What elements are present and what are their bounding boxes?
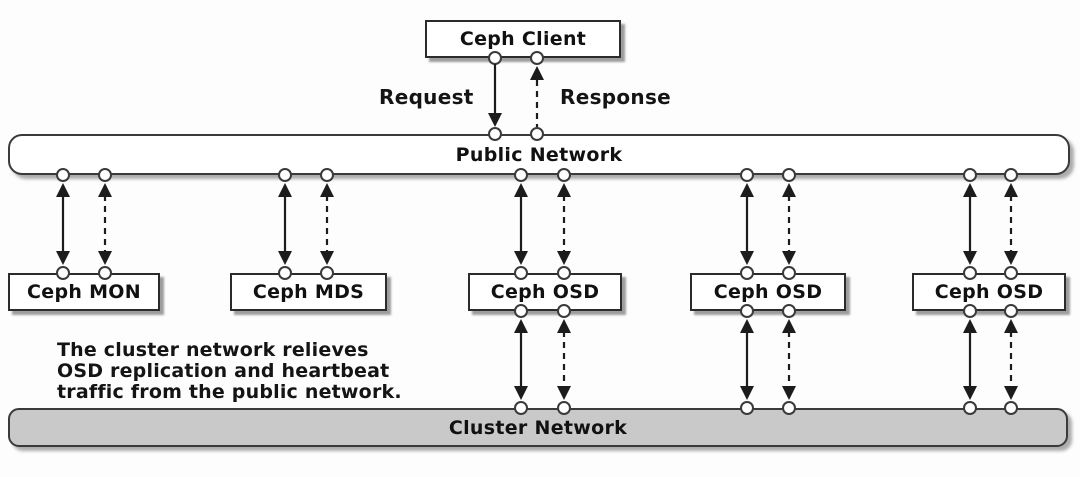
arrowhead (557, 319, 571, 333)
node-label: Ceph OSD (934, 281, 1044, 303)
arrowhead (514, 251, 528, 265)
node-ceph-mon: Ceph MON (8, 273, 160, 311)
ceph-client-box: Ceph Client (425, 20, 621, 58)
arrowhead (963, 251, 977, 265)
request-label: Request (379, 85, 474, 109)
arrowhead (740, 183, 754, 197)
arrowhead (56, 251, 70, 265)
arrowhead (740, 319, 754, 333)
arrowhead (1004, 319, 1018, 333)
caption-line-1: The cluster network relieves (57, 339, 369, 361)
caption: The cluster network relieves OSD replica… (57, 340, 402, 403)
node-ceph-osd-3: Ceph OSD (912, 273, 1066, 311)
arrowhead (1004, 386, 1018, 400)
node-label: Ceph MON (27, 281, 141, 303)
arrowhead (963, 386, 977, 400)
arrowhead (56, 183, 70, 197)
arrowhead (557, 386, 571, 400)
response-label: Response (560, 85, 672, 109)
node-label: Ceph OSD (490, 281, 600, 303)
cluster-network-bar: Cluster Network (8, 408, 1068, 447)
arrowhead (320, 183, 334, 197)
arrowhead (782, 319, 796, 333)
arrowhead (963, 319, 977, 333)
arrowhead (98, 183, 112, 197)
public-network-bar: Public Network (8, 134, 1070, 175)
arrowhead (740, 386, 754, 400)
cluster-network-label: Cluster Network (448, 416, 628, 439)
node-label: Ceph MDS (252, 281, 365, 303)
arrowhead (557, 251, 571, 265)
arrowhead (530, 66, 544, 80)
caption-line-2: OSD replication and heartbeat (57, 360, 390, 382)
node-ceph-osd-2: Ceph OSD (690, 273, 846, 311)
arrowhead (963, 183, 977, 197)
arrowhead (488, 113, 502, 127)
node-ceph-osd-1: Ceph OSD (468, 273, 622, 311)
ceph-client-label: Ceph Client (459, 28, 587, 50)
arrowhead (782, 251, 796, 265)
arrowhead (557, 183, 571, 197)
arrowhead (278, 183, 292, 197)
arrowhead (98, 251, 112, 265)
arrowhead (1004, 183, 1018, 197)
arrowhead (782, 386, 796, 400)
public-network-label: Public Network (455, 143, 623, 166)
arrowhead (320, 251, 334, 265)
arrowhead (514, 183, 528, 197)
arrowhead (278, 251, 292, 265)
arrowhead (514, 386, 528, 400)
caption-line-3: traffic from the public network. (57, 381, 402, 403)
arrowhead (1004, 251, 1018, 265)
arrowhead (782, 183, 796, 197)
node-ceph-mds: Ceph MDS (230, 273, 387, 311)
arrowhead (740, 251, 754, 265)
node-label: Ceph OSD (713, 281, 823, 303)
arrowhead (514, 319, 528, 333)
